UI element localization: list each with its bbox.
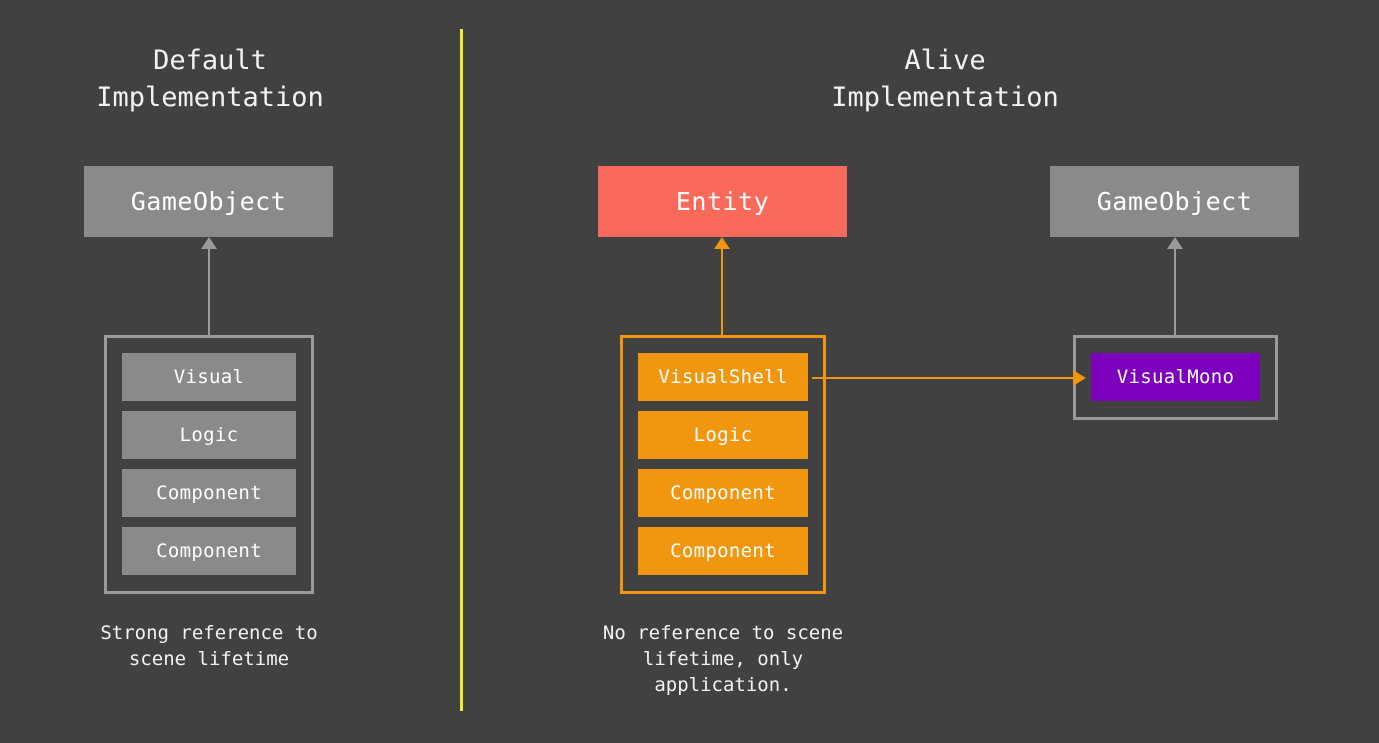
component-slot-stack-mono: VisualMono (1091, 353, 1260, 401)
component-slot-logic: Logic (122, 411, 296, 459)
component-slot-visualmono: VisualMono (1091, 353, 1260, 401)
inheritance-arrow-line-mono (1174, 248, 1176, 336)
inheritance-arrow-line-default (208, 248, 210, 336)
component-container-mono: VisualMono (1073, 335, 1278, 420)
component-slot-visual: Visual (122, 353, 296, 401)
inheritance-arrow-head-default-icon (201, 237, 217, 249)
component-container-alive: VisualShell Logic Component Component (620, 335, 826, 594)
caption-default: Strong reference to scene lifetime (100, 622, 318, 670)
link-arrow-head-shell-to-mono-icon (1073, 370, 1086, 386)
component-slot-component-2: Component (122, 527, 296, 575)
inheritance-arrow-line-entity (721, 248, 723, 336)
vertical-divider (460, 29, 463, 711)
head-box-gameobject-default: GameObject (84, 166, 333, 237)
inheritance-arrow-head-mono-icon (1167, 237, 1183, 249)
component-slot-stack-default: Visual Logic Component Component (122, 353, 296, 575)
component-slot-component-1-alive: Component (638, 469, 808, 517)
component-container-default: Visual Logic Component Component (104, 335, 314, 594)
link-arrow-line-shell-to-mono (812, 377, 1079, 379)
component-slot-component-2-alive: Component (638, 527, 808, 575)
panel-title-alive: Alive Implementation (831, 45, 1059, 113)
caption-alive: No reference to scene lifetime, only app… (602, 622, 844, 696)
component-slot-stack-alive: VisualShell Logic Component Component (638, 353, 808, 575)
component-slot-visualshell: VisualShell (638, 353, 808, 401)
component-slot-component-1: Component (122, 469, 296, 517)
panel-title-default: Default Implementation (96, 45, 324, 113)
component-slot-logic-alive: Logic (638, 411, 808, 459)
head-box-entity: Entity (598, 166, 847, 237)
inheritance-arrow-head-entity-icon (714, 237, 730, 249)
head-box-gameobject-mono: GameObject (1050, 166, 1299, 237)
